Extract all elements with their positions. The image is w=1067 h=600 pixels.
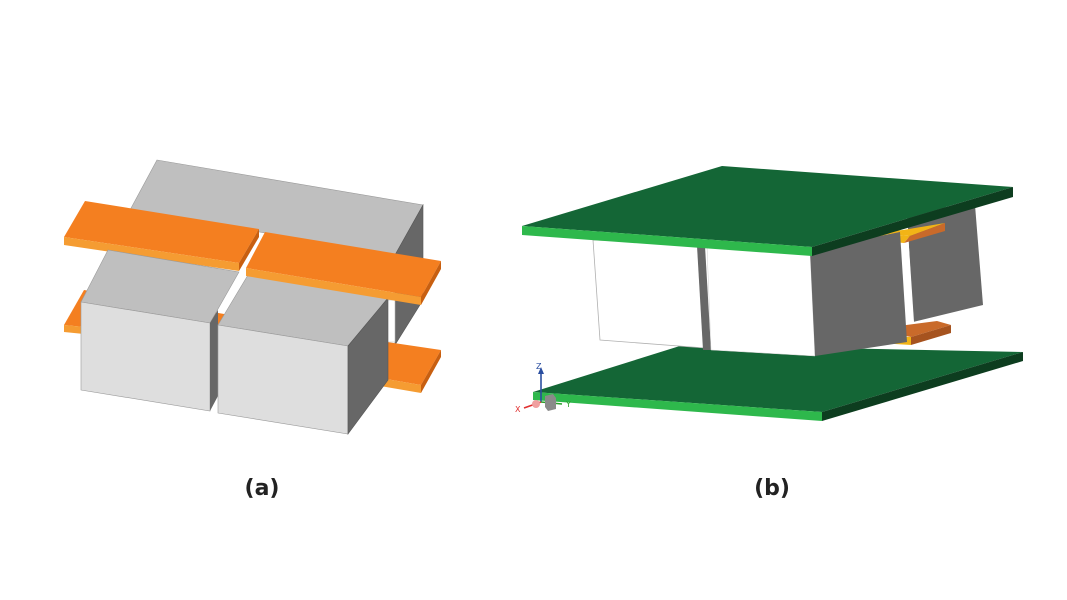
top-pcb-side-edge bbox=[812, 187, 1013, 256]
panel-a-caption: (a) bbox=[244, 476, 280, 501]
upper-winding-left-top bbox=[64, 201, 259, 263]
bottom-pcb-side-edge bbox=[822, 352, 1023, 421]
triad-origin-sphere-icon bbox=[532, 400, 540, 408]
transparent-core-outline bbox=[592, 239, 706, 349]
front-right-core-right-face bbox=[347, 297, 389, 435]
triad-origin-cube-icon bbox=[545, 394, 556, 411]
z-axis-arrow-icon bbox=[538, 367, 544, 374]
top-pcb-front-edge bbox=[522, 226, 812, 256]
panel-b-caption: (b) bbox=[754, 476, 790, 501]
upper-winding-right-side-edge bbox=[421, 261, 441, 305]
upper-winding-right-front-edge bbox=[246, 268, 421, 305]
panel-b-pcb-model: Z Y X bbox=[515, 166, 1023, 421]
bottom-pcb-top-face bbox=[533, 345, 1023, 412]
panel-a-transformer-model bbox=[64, 159, 441, 435]
upper-winding-left-side-edge bbox=[239, 229, 259, 271]
upper-winding-right-top bbox=[246, 232, 441, 297]
upper-pad-side bbox=[904, 223, 945, 243]
bottom-pcb-front-edge bbox=[533, 392, 822, 421]
coordinate-triad: Z Y X bbox=[515, 362, 571, 414]
triad-y-label: Y bbox=[565, 400, 571, 409]
transparent-core-right-outline bbox=[706, 245, 816, 357]
upper-winding-left-front-edge bbox=[64, 237, 239, 271]
triad-x-label: X bbox=[515, 405, 521, 414]
top-pcb-top-face bbox=[522, 166, 1013, 247]
core-divider bbox=[697, 246, 711, 350]
front-left-core-right-face bbox=[210, 310, 218, 411]
triad-z-label: Z bbox=[536, 362, 542, 371]
core-gap-sliver bbox=[902, 232, 914, 322]
front-right-core-block bbox=[810, 232, 907, 356]
lower-winding-right-side bbox=[421, 350, 441, 393]
lower-pad-side bbox=[911, 325, 951, 345]
